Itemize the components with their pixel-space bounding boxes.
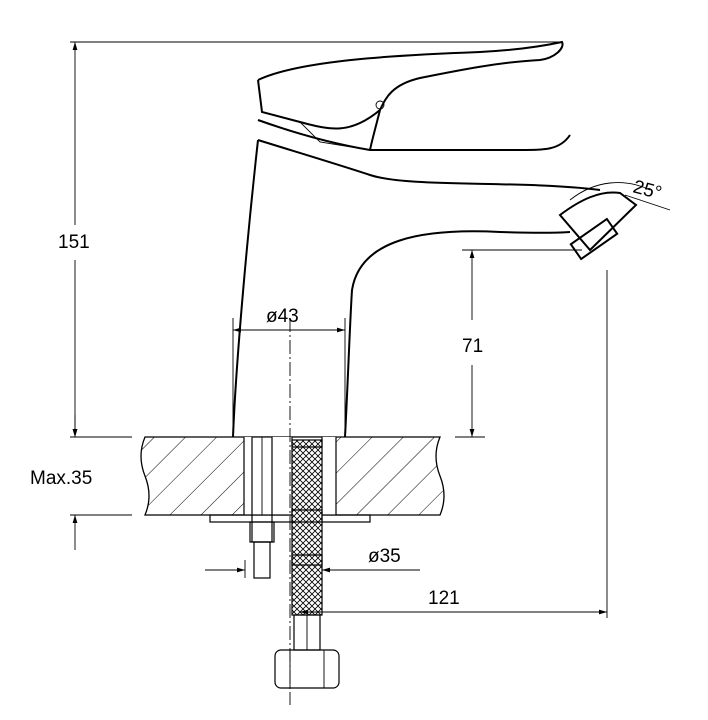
faucet-handle <box>257 40 564 151</box>
base-diameter-dimension: ø43 <box>232 306 346 437</box>
height-dimension: 151 <box>58 41 560 437</box>
base-diameter-label: ø43 <box>266 306 299 327</box>
hole-diameter-dimension: ø35 <box>205 546 420 578</box>
max-thickness-label: Max.35 <box>30 468 92 489</box>
reach-label: 121 <box>428 588 460 609</box>
height-label: 151 <box>58 232 90 253</box>
counter-thickness-dimension: Max.35 <box>30 415 132 550</box>
spout-height-label: 71 <box>462 336 483 357</box>
reach-dimension: 121 <box>300 270 608 618</box>
mounting-hardware <box>209 436 371 579</box>
angle-label: 25° <box>631 177 664 205</box>
hole-diameter-label: ø35 <box>368 546 401 567</box>
supply-hose <box>274 436 340 689</box>
faucet-body <box>232 119 638 438</box>
spout-height-dimension: 71 <box>455 249 582 438</box>
